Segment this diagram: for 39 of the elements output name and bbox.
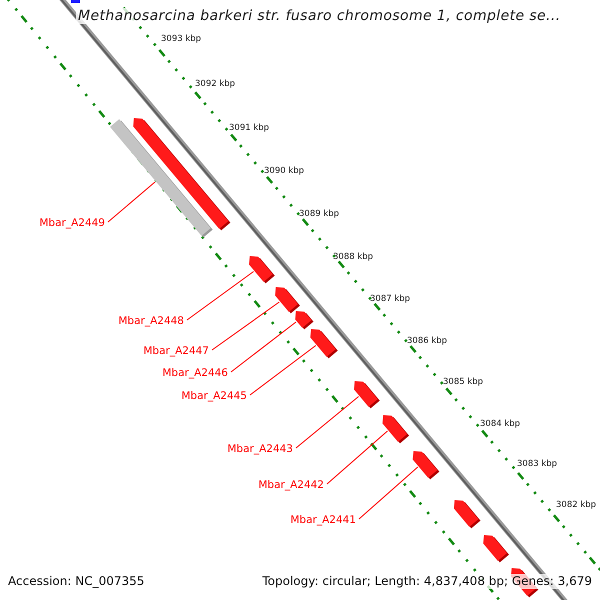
leader-line: [212, 302, 280, 350]
gene-feature: [275, 287, 300, 314]
leader-line: [326, 430, 388, 484]
tick-label: 3085 kbp: [443, 377, 484, 388]
footer-text: Accession: NC_007355: [8, 574, 144, 589]
gene-label: Mbar_A2446: [162, 366, 228, 380]
leader-line: [250, 345, 316, 396]
leader-line: [230, 322, 296, 372]
gene-feature: [412, 451, 440, 480]
gene-feature: [382, 415, 410, 444]
gene-label: Mbar_A2441: [290, 513, 356, 527]
gene-feature: [295, 311, 314, 330]
tick-label: 3092 kbp: [195, 79, 236, 90]
gene-feature: [310, 329, 338, 358]
gene-label: Mbar_A2443: [227, 442, 293, 456]
tick-label: 3084 kbp: [480, 419, 520, 430]
tick-label: 3093 kbp: [161, 34, 202, 45]
gene-label: Mbar_A2447: [143, 344, 209, 358]
tick-label: 3091 kbp: [229, 123, 270, 134]
gene-feature: [249, 256, 275, 284]
tick-label: 3083 kbp: [517, 459, 558, 470]
gene-label: Mbar_A2445: [181, 389, 247, 403]
leader-line: [358, 466, 418, 520]
tick-label: 3082 kbp: [556, 500, 596, 511]
gene-feature: [483, 535, 509, 562]
gene-label: Mbar_A2442: [258, 478, 324, 492]
tick-label: 3089 kbp: [299, 209, 340, 220]
tick-label: 3090 kbp: [264, 166, 304, 177]
leader-line: [108, 182, 156, 222]
tick-label: 3086 kbp: [407, 336, 448, 347]
tick-label: 3088 kbp: [333, 252, 374, 263]
leader-line: [296, 396, 360, 448]
leader-line: [186, 271, 254, 320]
gene-feature: [454, 500, 480, 528]
gene-label: Mbar_A2448: [118, 314, 184, 328]
gene-region: [110, 119, 213, 238]
gene-feature: [354, 381, 380, 408]
gene-label: Mbar_A2449: [39, 216, 105, 230]
tick-label: 3087 kbp: [370, 294, 410, 305]
